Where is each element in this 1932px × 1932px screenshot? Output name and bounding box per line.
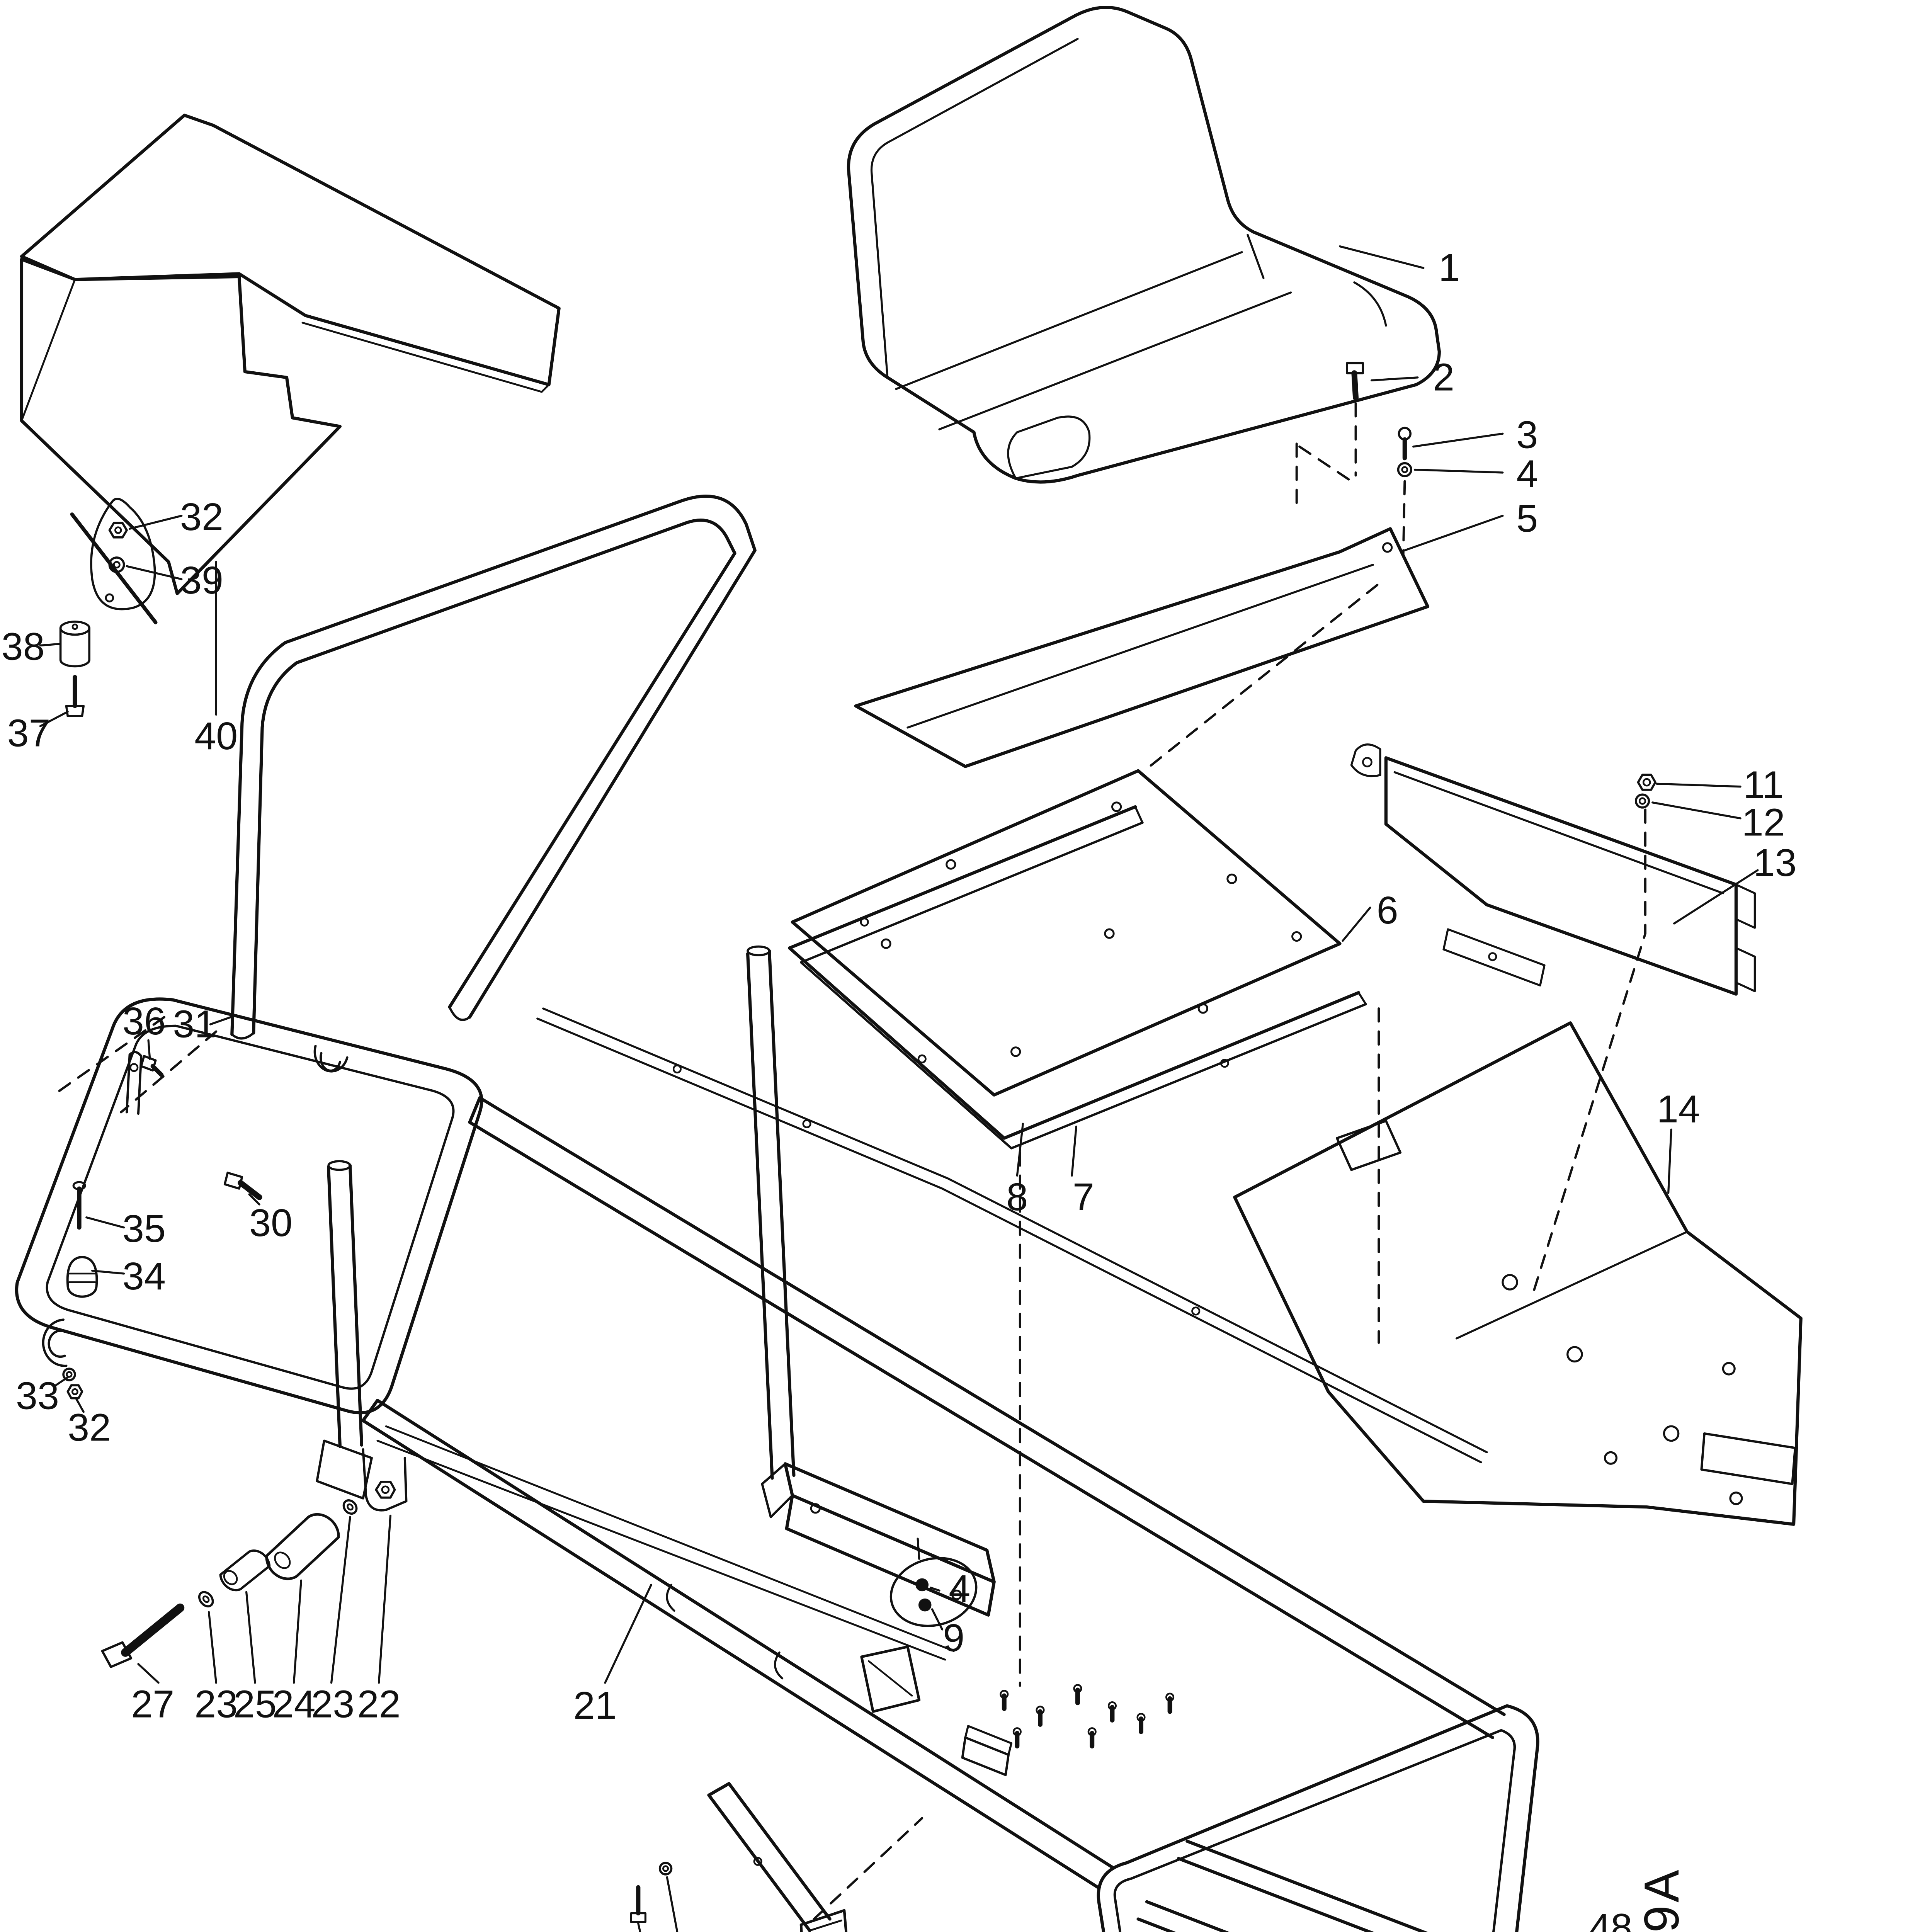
- part-bolt-37: [65, 675, 85, 717]
- assembly-dashed-lines: [56, 402, 1646, 1920]
- part-spacer-sleeve-25: [219, 1549, 271, 1592]
- part-support-channel: [761, 1462, 996, 1617]
- callout-4b: 4: [949, 1567, 970, 1611]
- diagram-id-code: 5609A: [1634, 1867, 1689, 1932]
- callout-47b: 47: [1661, 1925, 1704, 1932]
- part-plate-frame-7-8: [788, 805, 1367, 1150]
- callout-4: 4: [1516, 452, 1538, 495]
- part-washer-39: [108, 556, 125, 573]
- callout-33: 33: [16, 1374, 59, 1418]
- part-center-post: [746, 945, 796, 1480]
- callout-38: 38: [2, 625, 45, 668]
- callout-30: 30: [249, 1201, 293, 1245]
- callout-32b: 32: [68, 1406, 111, 1449]
- callout-25: 25: [233, 1682, 277, 1726]
- callout-23a: 23: [194, 1682, 238, 1726]
- part-pin-35: [72, 1181, 86, 1230]
- part-bolt-30: [223, 1172, 262, 1200]
- callout-27: 27: [131, 1682, 174, 1726]
- part-floor-plate-6: [791, 769, 1342, 1097]
- part-washer-16: [658, 1862, 673, 1876]
- part-front-post: [316, 1160, 373, 1500]
- callout-39: 39: [180, 559, 223, 602]
- callout-11: 11: [1743, 764, 1784, 807]
- callout-32a: 32: [180, 495, 223, 539]
- part-washer-33: [62, 1367, 76, 1381]
- callout-23b: 23: [311, 1682, 354, 1726]
- callout-14: 14: [1657, 1088, 1700, 1131]
- part-rear-guard-frame: [1097, 1704, 1539, 1932]
- part-side-panel-13: [1350, 743, 1756, 996]
- part-screw-3: [1398, 427, 1412, 461]
- part-engine-cover: [20, 114, 561, 624]
- part-cover-panel-5: [854, 527, 1430, 768]
- callout-1: 1: [1439, 246, 1460, 289]
- callout-48: 48: [1589, 1906, 1633, 1932]
- callout-13: 13: [1753, 841, 1797, 884]
- part-roll-bar-31: [230, 495, 757, 1040]
- callout-37: 37: [7, 711, 51, 755]
- callout-31: 31: [173, 1003, 216, 1046]
- callout-3: 3: [1516, 413, 1538, 457]
- part-roller-24: [265, 1513, 340, 1580]
- part-floor-panel-14: [1233, 1021, 1803, 1526]
- callout-12: 12: [1742, 801, 1785, 844]
- part-bolt-36: [140, 1055, 164, 1077]
- part-nut-32b: [66, 1384, 83, 1400]
- callout-leader-lines: [39, 245, 1759, 1932]
- callout-2: 2: [1433, 355, 1454, 399]
- callout-22: 22: [357, 1682, 401, 1726]
- part-main-frame-21: [15, 997, 1506, 1889]
- callout-36: 36: [122, 1000, 166, 1043]
- callout-labels: 1 2 3 4 5 6 7 8 9 4 11 12 13 14 15 16 17…: [2, 246, 1797, 1932]
- part-bolt-17: [630, 1885, 647, 1923]
- callout-7: 7: [1073, 1175, 1094, 1219]
- callout-35: 35: [122, 1207, 166, 1250]
- callout-21: 21: [573, 1684, 617, 1727]
- part-screw-detail-4-9: [860, 1537, 978, 1713]
- part-bushing-38: [59, 621, 90, 668]
- callout-24: 24: [272, 1682, 316, 1726]
- part-deck-angle-bracket: [961, 1725, 1013, 1776]
- part-washer-23b: [342, 1499, 358, 1515]
- part-washer-4: [1397, 462, 1412, 478]
- part-washer-23a: [198, 1591, 214, 1607]
- part-nut-32a: [108, 522, 128, 539]
- part-seat: [847, 5, 1441, 484]
- callout-34: 34: [122, 1255, 166, 1298]
- part-deck-studs: [1000, 1684, 1175, 1748]
- callout-40: 40: [194, 714, 238, 758]
- callout-9: 9: [943, 1616, 964, 1660]
- callout-5: 5: [1516, 497, 1538, 540]
- part-nut-22: [362, 1448, 408, 1512]
- part-bumper-knob-34: [66, 1256, 98, 1298]
- part-nut-11: [1637, 774, 1656, 791]
- callout-8: 8: [1006, 1175, 1028, 1219]
- callout-6: 6: [1377, 889, 1398, 932]
- part-bolt-27: [101, 1603, 185, 1668]
- part-washer-12: [1634, 793, 1650, 809]
- part-bolt-2: [1346, 362, 1364, 401]
- part-bracket-15: [707, 1782, 848, 1932]
